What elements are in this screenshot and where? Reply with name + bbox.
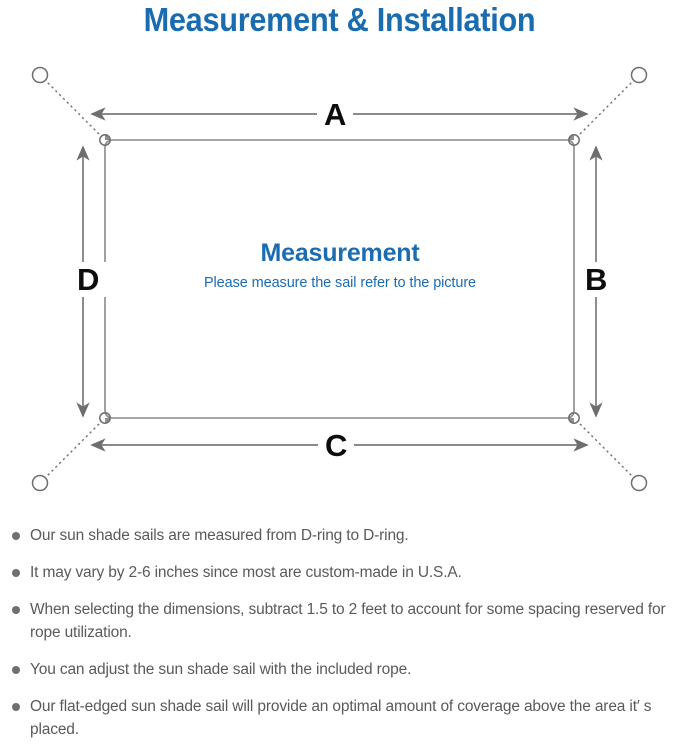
bullet-icon [12,666,20,674]
diagram-svg [31,66,648,492]
dimension-label-d: D [70,262,107,297]
list-item: You can adjust the sun shade sail with t… [0,658,679,681]
anchor-bottom-left-circle [31,474,49,492]
bullet-icon [12,532,20,540]
dimension-label-c: C [318,428,355,463]
dimension-arrows [76,107,603,452]
rope-top-left [43,78,102,137]
note-text: Our sun shade sails are measured from D-… [30,527,409,544]
dimension-label-b: B [578,262,615,297]
note-text: Our flat-edged sun shade sail will provi… [30,698,652,738]
d-ring-top-right [568,134,580,146]
d-ring-top-left [99,134,111,146]
rope-top-right [577,78,636,137]
d-rings [99,134,580,424]
anchor-bottom-right-circle [630,474,648,492]
sail-caption: Measurement Please measure the sail refe… [105,238,575,294]
note-text: When selecting the dimensions, subtract … [30,601,666,641]
sail-caption-subtitle: Please measure the sail refer to the pic… [203,275,477,291]
list-item: It may vary by 2-6 inches since most are… [0,561,679,584]
note-text: You can adjust the sun shade sail with t… [30,661,412,678]
note-text: It may vary by 2-6 inches since most are… [30,564,462,581]
bullet-icon [12,703,20,711]
anchor-top-left-circle [31,66,49,84]
notes-list: Our sun shade sails are measured from D-… [0,524,679,755]
list-item: When selecting the dimensions, subtract … [0,598,679,644]
anchor-top-right-circle [630,66,648,84]
rope-bottom-right [577,421,636,480]
d-ring-bottom-left [99,412,111,424]
bullet-icon [12,569,20,577]
d-ring-bottom-right [568,412,580,424]
rope-bottom-left [43,421,102,480]
measurement-diagram: A C D B Measurement Please measure the s… [0,48,679,518]
list-item: Our flat-edged sun shade sail will provi… [0,695,679,741]
list-item: Our sun shade sails are measured from D-… [0,524,679,547]
sail-caption-title: Measurement [260,239,420,267]
dimension-label-a: A [317,97,354,132]
page-title: Measurement & Installation [143,1,536,38]
anchor-points [31,66,648,492]
bullet-icon [12,606,20,614]
